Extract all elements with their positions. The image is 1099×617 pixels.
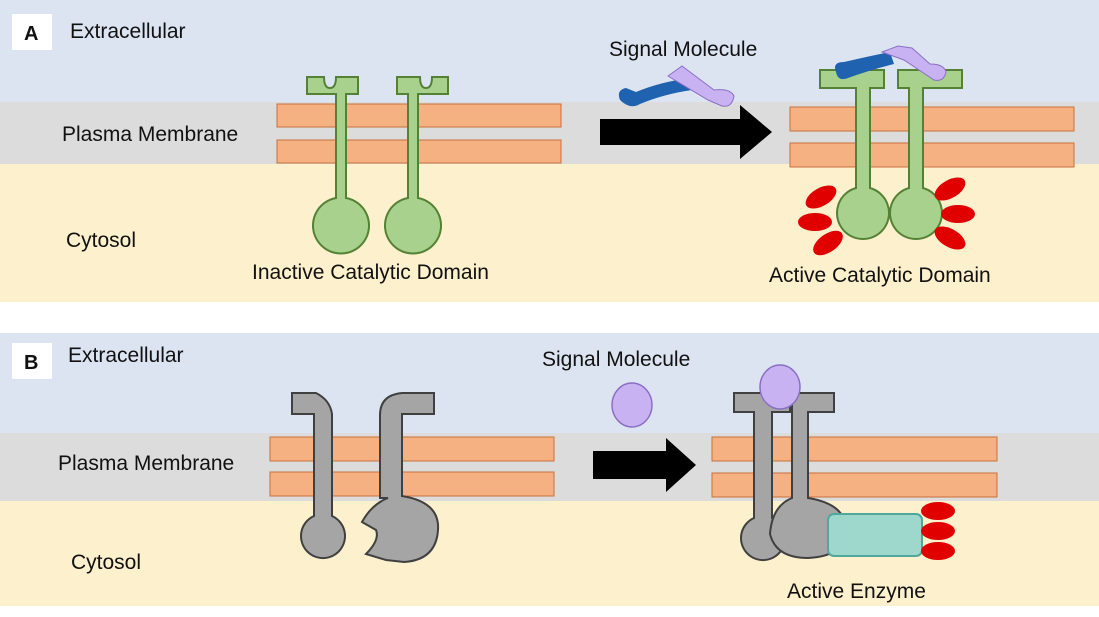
panel-b-inactive-receptor	[291, 392, 440, 564]
panel-a-letter-box	[12, 14, 52, 50]
panel-a: A Extracellular Plasma Membrane Cytosol …	[0, 0, 1099, 302]
panel-a-active-monomer-right	[889, 69, 963, 241]
panel-b-signal-molecule	[611, 382, 653, 428]
panel-a-bound-ligand-blue	[835, 52, 894, 80]
panel-a-active-receptor	[819, 69, 963, 241]
panel-a-cytosol-label: Cytosol	[66, 229, 136, 252]
panel-a-lipid-layer-right-bottom	[789, 142, 1075, 168]
panel-a-phosphate-groups	[798, 177, 975, 256]
phosphate-icon	[934, 177, 966, 201]
panel-b-active-receptor	[733, 392, 848, 561]
panel-a-signal-ligand-purple	[667, 65, 735, 107]
phosphate-icon	[921, 522, 955, 540]
panel-a-transition-arrow	[600, 105, 772, 159]
panel-b-active-caption: Active Enzyme	[787, 580, 926, 603]
panel-b-membrane-label: Plasma Membrane	[58, 452, 234, 475]
panel-a-extracellular-label: Extracellular	[70, 20, 186, 43]
panel-a-signal-ligand-blue	[618, 78, 692, 107]
panel-b-phosphate-groups	[921, 502, 955, 560]
panel-a-membrane-label: Plasma Membrane	[62, 123, 238, 146]
panel-b-transition-arrow	[593, 438, 696, 492]
panel-a-inactive-receptor	[306, 76, 449, 255]
phosphate-icon	[798, 213, 832, 231]
panel-a-receptor-monomer-left	[306, 76, 370, 255]
panel-b-active-enzyme	[827, 513, 923, 557]
phosphate-icon	[813, 230, 843, 256]
panel-a-letter: A	[24, 23, 38, 45]
panel-b-active-monomer-right	[768, 392, 848, 560]
panel-b-receptor-monomer-right	[360, 392, 440, 564]
panel-a-bound-signal	[835, 45, 947, 81]
panel-b-signal-label: Signal Molecule	[542, 348, 690, 371]
panel-a-inactive-caption: Inactive Catalytic Domain	[252, 261, 489, 284]
panel-a-receptor-monomer-right	[384, 76, 449, 255]
panel-a-active-monomer-left	[819, 69, 890, 241]
panel-b-extracellular-label: Extracellular	[68, 344, 184, 367]
panel-b-extracellular-zone	[0, 333, 1099, 433]
phosphate-icon	[921, 502, 955, 520]
panel-b-lipid-layer-left-top	[269, 436, 555, 462]
panel-b-letter-box	[12, 343, 52, 379]
panel-a-signal-molecule	[618, 65, 735, 107]
panel-a-bound-ligand-purple	[880, 45, 947, 81]
phosphate-icon	[941, 205, 975, 223]
panel-a-active-caption: Active Catalytic Domain	[769, 264, 991, 287]
phosphate-icon	[921, 542, 955, 560]
panel-b-lipid-layer-left-bottom	[269, 471, 555, 497]
phosphate-icon	[934, 226, 966, 250]
panel-a-signal-label: Signal Molecule	[609, 38, 757, 61]
panel-a-lipid-layer-right-top	[789, 106, 1075, 132]
phosphate-icon	[805, 185, 837, 209]
panel-b-cytosol-label: Cytosol	[71, 551, 141, 574]
panel-b-letter: B	[24, 352, 38, 374]
panel-b: B Extracellular Plasma Membrane Cytosol …	[0, 333, 1099, 606]
panel-b-bound-signal	[759, 364, 801, 410]
panel-b-receptor-monomer-left	[291, 392, 346, 559]
